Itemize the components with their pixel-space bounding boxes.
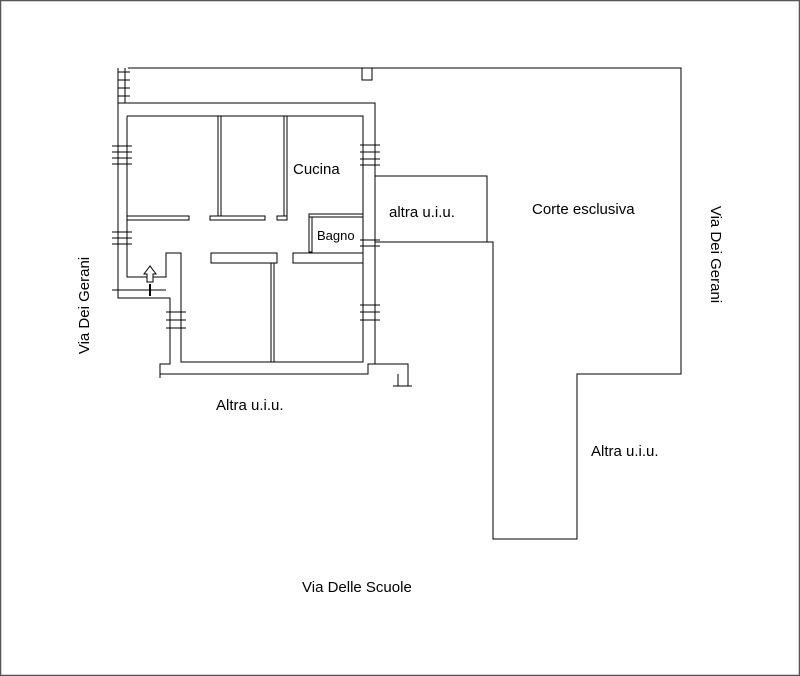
street-label-via-delle-scuole: Via Delle Scuole — [302, 579, 412, 596]
property-boundary — [128, 67, 682, 540]
label-altra-uiu-bottom: Altra u.i.u. — [216, 397, 284, 414]
street-label-via-dei-gerani-left: Via Dei Gerani — [76, 256, 94, 355]
entrance-arrow-icon — [143, 265, 157, 296]
label-altra-uiu-small: altra u.i.u. — [389, 204, 455, 221]
room-label-cucina: Cucina — [293, 161, 340, 178]
interior-walls — [126, 115, 364, 363]
label-altra-uiu-right: Altra u.i.u. — [591, 443, 659, 460]
windows — [112, 67, 412, 387]
street-label-via-dei-gerani-right: Via Dei Gerani — [707, 205, 725, 304]
room-label-bagno: Bagno — [317, 228, 355, 243]
label-corte-esclusiva: Corte esclusiva — [532, 201, 635, 218]
